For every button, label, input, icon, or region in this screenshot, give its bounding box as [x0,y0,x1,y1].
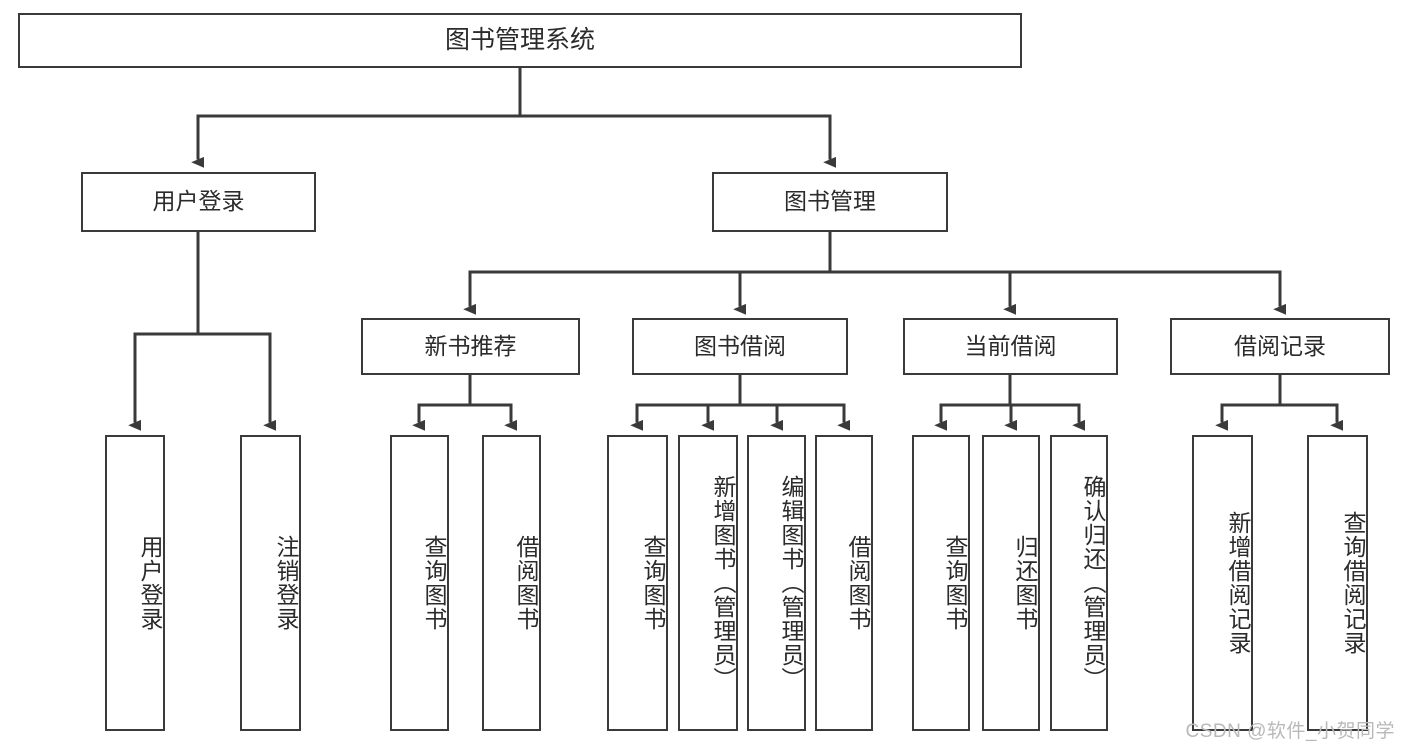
node-leaf-add-book[interactable]: 新增图书（管理员） [678,435,738,731]
node-leaf-add-record[interactable]: 新增借阅记录 [1192,435,1253,731]
node-user-login-label: 用户登录 [152,188,245,215]
node-current-borrow[interactable]: 当前借阅 [903,318,1118,375]
node-leaf-borrow-book-1[interactable]: 借阅图书 [482,435,541,731]
node-borrow-record[interactable]: 借阅记录 [1170,318,1390,375]
node-leaf-add-record-label: 新增借阅记录 [1225,511,1251,655]
node-book-admin-label: 图书管理 [784,188,876,215]
node-leaf-query-book-2-label: 查询图书 [640,535,666,631]
node-leaf-return-book-label: 归还图书 [1012,535,1038,631]
node-book-borrow[interactable]: 图书借阅 [632,318,848,375]
node-current-borrow-label: 当前借阅 [964,332,1057,359]
node-leaf-edit-book[interactable]: 编辑图书（管理员） [747,435,806,731]
node-leaf-query-book-3-label: 查询图书 [942,535,968,631]
node-leaf-borrow-book-2[interactable]: 借阅图书 [815,435,873,731]
node-book-borrow-label: 图书借阅 [694,332,786,359]
node-root[interactable]: 图书管理系统 [18,13,1022,68]
node-leaf-query-book-2[interactable]: 查询图书 [607,435,668,731]
node-leaf-logout[interactable]: 注销登录 [240,435,301,731]
node-leaf-logout-label: 注销登录 [273,535,299,631]
node-borrow-record-label: 借阅记录 [1234,332,1326,359]
node-root-label: 图书管理系统 [444,25,595,54]
node-leaf-borrow-book-2-label: 借阅图书 [845,535,871,631]
watermark-text: CSDN @软件_小贺同学 [1185,721,1395,742]
node-leaf-query-record[interactable]: 查询借阅记录 [1307,435,1368,731]
node-leaf-confirm-return-label: 确认归还（管理员） [1080,475,1106,691]
node-leaf-borrow-book-1-label: 借阅图书 [513,535,539,631]
node-leaf-query-book-1[interactable]: 查询图书 [390,435,449,731]
node-leaf-user-login-label: 用户登录 [137,535,163,631]
node-leaf-confirm-return[interactable]: 确认归还（管理员） [1050,435,1108,731]
node-new-book-rec-label: 新书推荐 [424,332,517,359]
node-leaf-edit-book-label: 编辑图书（管理员） [778,475,804,691]
node-leaf-user-login[interactable]: 用户登录 [105,435,165,731]
node-leaf-add-book-label: 新增图书（管理员） [710,475,736,691]
node-user-login[interactable]: 用户登录 [81,172,316,232]
node-leaf-query-book-1-label: 查询图书 [421,535,447,631]
node-leaf-return-book[interactable]: 归还图书 [982,435,1040,731]
node-leaf-query-record-label: 查询借阅记录 [1340,511,1366,655]
node-new-book-rec[interactable]: 新书推荐 [361,318,580,375]
node-leaf-query-book-3[interactable]: 查询图书 [912,435,970,731]
node-book-admin[interactable]: 图书管理 [712,172,948,232]
